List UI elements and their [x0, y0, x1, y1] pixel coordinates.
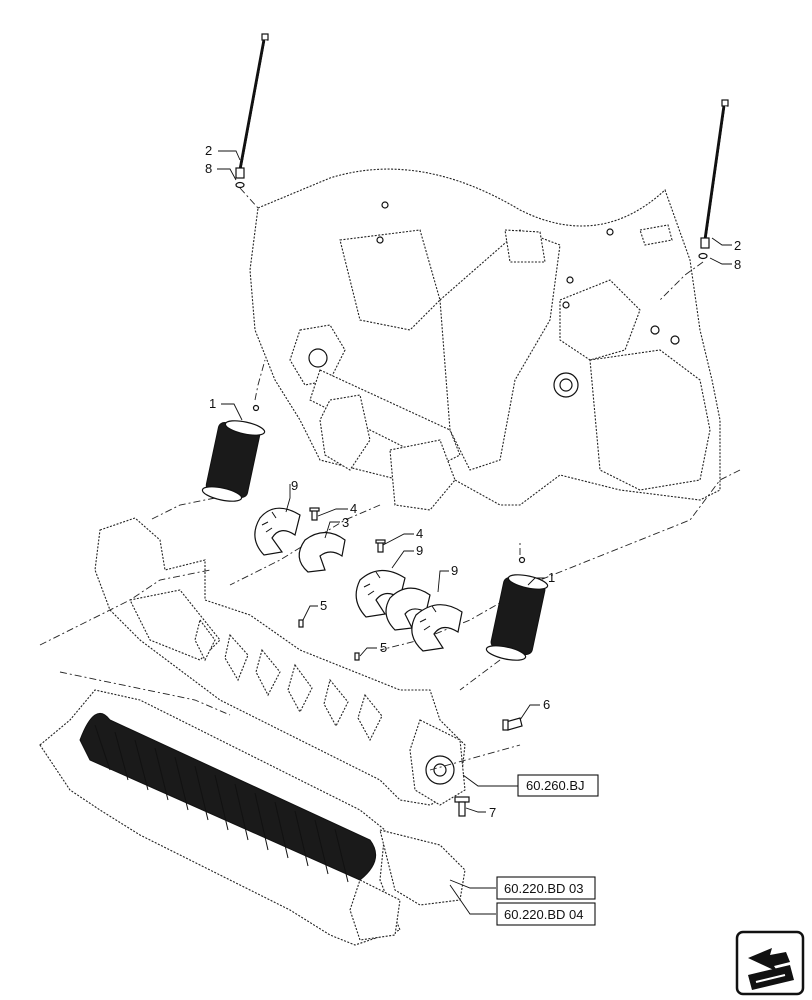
callout-9-mid: 9	[416, 543, 423, 558]
rotor-knives	[194, 618, 383, 742]
tie-rod-right	[700, 99, 729, 249]
callout-2-right: 2	[734, 238, 741, 253]
arrow-navigation-icon[interactable]	[735, 930, 805, 996]
reference-60-220-bd-03-label: 60.220.BD 03	[504, 881, 584, 896]
clip-9-mid-a	[355, 569, 406, 618]
bolt-5-upper	[298, 619, 304, 628]
bolt-4-lower	[375, 539, 386, 553]
callout-2-left: 2	[205, 143, 212, 158]
tie-rod-left	[235, 33, 269, 179]
pickup-reel	[39, 689, 466, 946]
clip-9-right	[411, 604, 463, 652]
bolt-5-lower	[354, 652, 360, 661]
callout-3: 3	[342, 515, 349, 530]
callout-1-left: 1	[209, 396, 216, 411]
reference-60-260-bj[interactable]: 60.260.BJ	[517, 774, 599, 797]
bolt-6	[502, 717, 523, 731]
spring-right	[485, 556, 549, 661]
callout-6: 6	[543, 697, 550, 712]
clip-9-mid-b	[385, 587, 431, 631]
bolt-4-upper	[309, 507, 320, 521]
clip-9-left	[254, 507, 301, 556]
callout-4-upper: 4	[350, 501, 357, 516]
callout-labels: 2 8 2 8 1 1 9 4 3 4 9 9 5 5 6 7	[205, 143, 741, 820]
callout-7: 7	[489, 805, 496, 820]
reference-60-220-bd-03[interactable]: 60.220.BD 03	[496, 876, 596, 900]
leader-lines	[217, 150, 732, 915]
callout-8-left: 8	[205, 161, 212, 176]
bolt-7	[454, 796, 470, 817]
upper-frame-assembly	[249, 168, 721, 511]
reference-60-220-bd-04-label: 60.220.BD 04	[504, 907, 584, 922]
spring-left	[201, 404, 266, 502]
reference-60-220-bd-04[interactable]: 60.220.BD 04	[496, 902, 596, 926]
bracket-3	[298, 531, 346, 573]
washer-left	[235, 181, 245, 189]
callout-4-lower: 4	[416, 526, 423, 541]
callout-8-right: 8	[734, 257, 741, 272]
callout-9-left: 9	[291, 478, 298, 493]
callout-1-right: 1	[548, 570, 555, 585]
callout-5-lower: 5	[380, 640, 387, 655]
reference-60-260-bj-label: 60.260.BJ	[526, 778, 585, 793]
callout-9-right: 9	[451, 563, 458, 578]
washer-right	[698, 252, 708, 260]
callout-5-upper: 5	[320, 598, 327, 613]
